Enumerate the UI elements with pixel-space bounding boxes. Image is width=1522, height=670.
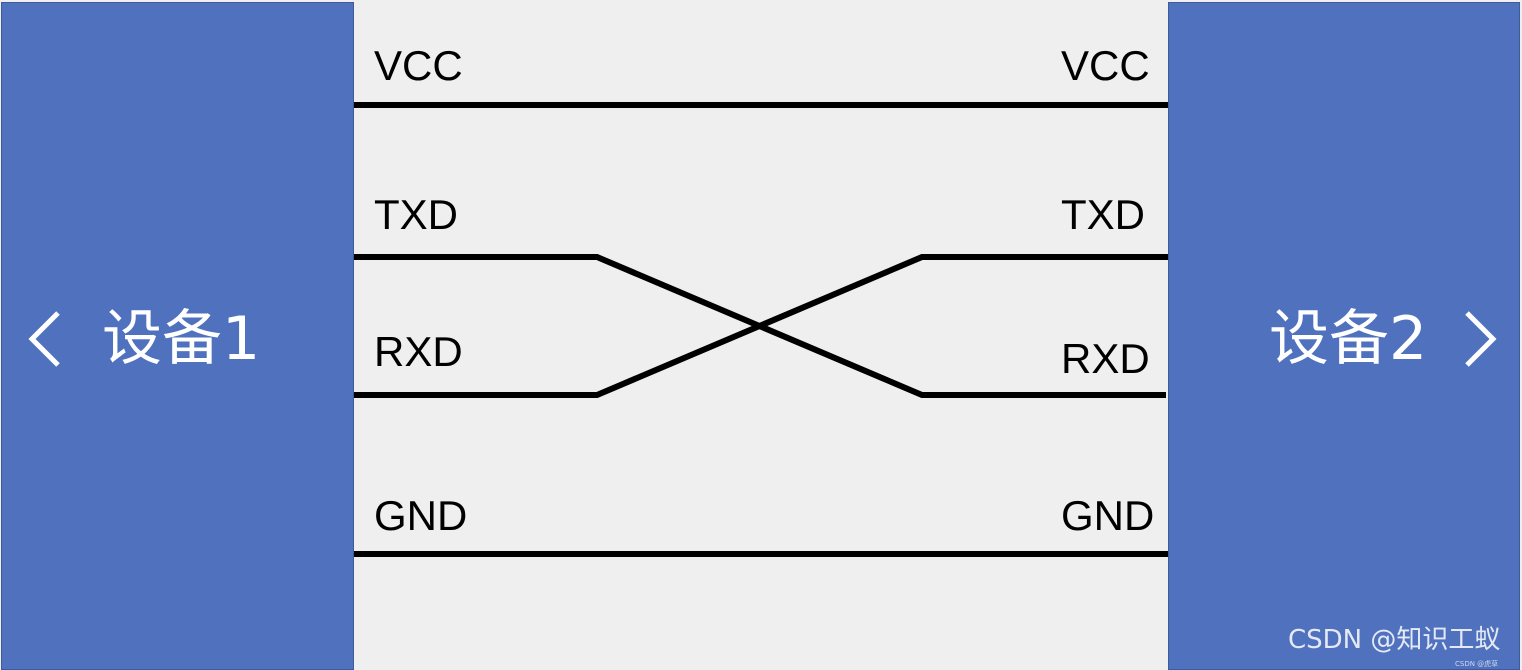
right-txd-label: TXD [1061, 191, 1145, 238]
right-rxd-label: RXD [1061, 335, 1150, 382]
watermark: CSDN @知识工蚁 [1288, 625, 1501, 655]
chevron-left-icon [28, 311, 60, 367]
left-txd-label: TXD [374, 191, 458, 238]
device-2-block: 设备2 [1168, 2, 1520, 670]
left-vcc-label: VCC [374, 42, 463, 89]
right-vcc-label: VCC [1061, 42, 1150, 89]
rxd-to-txd-wire [354, 254, 1168, 398]
device-2-label: 设备2 [1269, 304, 1428, 374]
left-gnd-label: GND [374, 492, 468, 539]
left-rxd-label: RXD [374, 328, 463, 375]
device-1-label: 设备1 [102, 304, 261, 374]
right-gnd-label: GND [1061, 492, 1155, 539]
device-1-block: 设备1 [1, 2, 354, 670]
watermark-small: CSDN @虎草 [1455, 660, 1499, 668]
chevron-right-icon [1465, 311, 1497, 367]
